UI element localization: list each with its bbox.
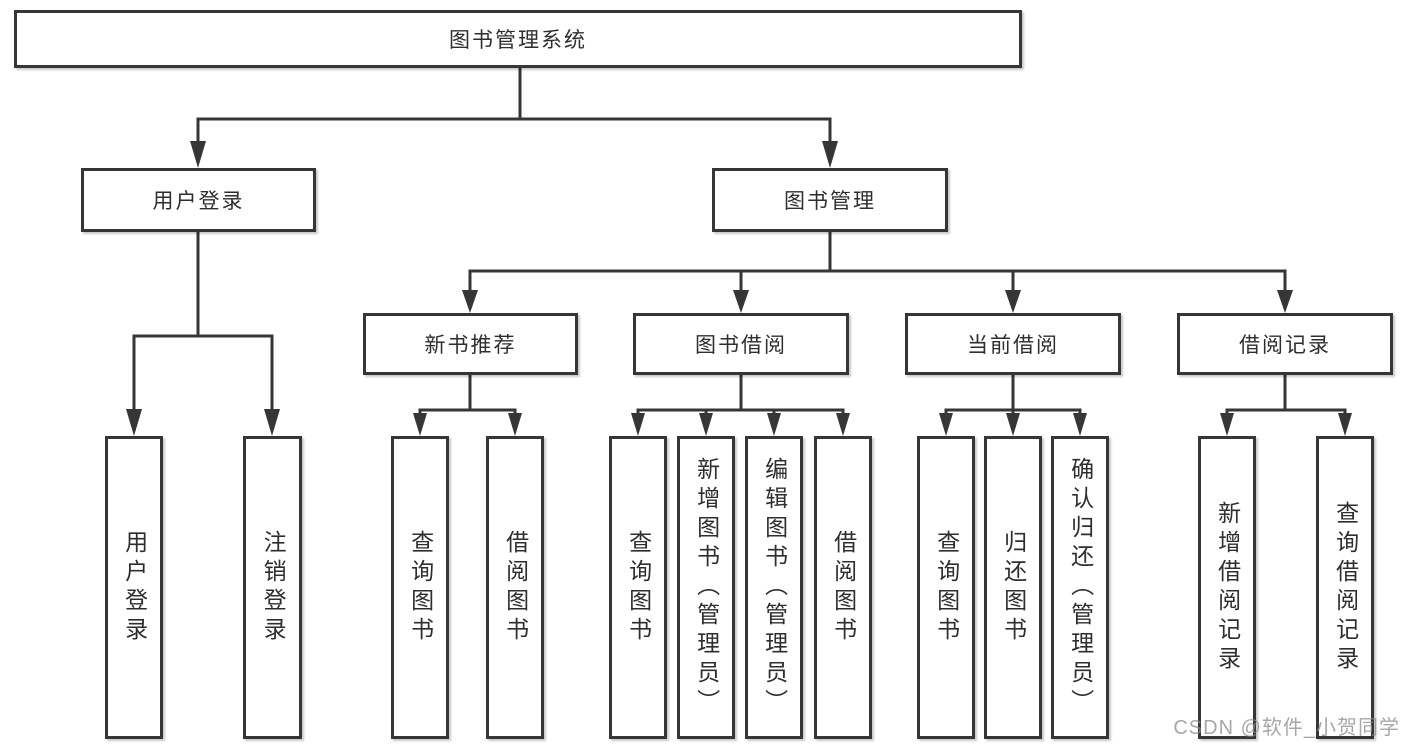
node-edit-books-admin: 编辑图书（管理员） [745, 436, 803, 739]
node-borrowing-records: 借阅记录 [1177, 313, 1393, 375]
node-book-borrowing: 图书借阅 [633, 313, 849, 375]
node-label: 图书管理系统 [449, 29, 587, 52]
node-add-books-admin: 新增图书（管理员） [677, 436, 735, 739]
node-label: 借阅记录 [1239, 334, 1331, 357]
watermark: CSDN @软件_小贺同学 [1173, 717, 1400, 739]
node-new-book-recommend: 新书推荐 [363, 313, 578, 375]
node-query-borrow-record: 查询借阅记录 [1316, 436, 1374, 739]
node-label: 借阅图书 [502, 529, 529, 646]
node-label: 新增借阅记录 [1214, 500, 1241, 675]
node-logout: 注销登录 [243, 436, 302, 739]
node-label: 借阅图书 [830, 529, 857, 646]
node-label: 查询图书 [933, 529, 960, 646]
node-label: 当前借阅 [967, 334, 1059, 357]
node-user-login: 用户登录 [105, 436, 163, 739]
node-query-books-current: 查询图书 [917, 436, 975, 739]
node-label: 查询图书 [625, 529, 652, 646]
node-borrow-books: 借阅图书 [814, 436, 872, 739]
node-label: 图书管理 [784, 190, 876, 213]
node-label: 归还图书 [1000, 529, 1027, 646]
node-label: 用户登录 [152, 190, 245, 213]
node-add-borrow-record: 新增借阅记录 [1198, 436, 1256, 739]
node-label: 图书借阅 [695, 334, 787, 357]
node-current-borrowing: 当前借阅 [905, 313, 1121, 375]
node-borrow-books-recommend: 借阅图书 [486, 436, 544, 739]
node-label: 查询借阅记录 [1332, 500, 1359, 675]
node-label: 用户登录 [121, 529, 148, 646]
node-query-books-borrowing: 查询图书 [609, 436, 667, 739]
node-query-books-recommend: 查询图书 [391, 436, 449, 739]
node-label: 新增图书（管理员） [693, 457, 720, 718]
arrowheads [126, 141, 1352, 436]
node-library-management-system: 图书管理系统 [14, 10, 1022, 68]
node-label: 查询图书 [407, 529, 434, 646]
node-label: 确认归还（管理员） [1067, 457, 1094, 718]
node-confirm-return-admin: 确认归还（管理员） [1051, 436, 1109, 739]
node-user-login-group: 用户登录 [81, 168, 316, 232]
node-book-management: 图书管理 [712, 168, 948, 232]
node-label: 注销登录 [260, 529, 287, 646]
node-label: 新书推荐 [424, 334, 517, 357]
node-label: 编辑图书（管理员） [761, 457, 788, 718]
node-return-books: 归还图书 [984, 436, 1042, 739]
